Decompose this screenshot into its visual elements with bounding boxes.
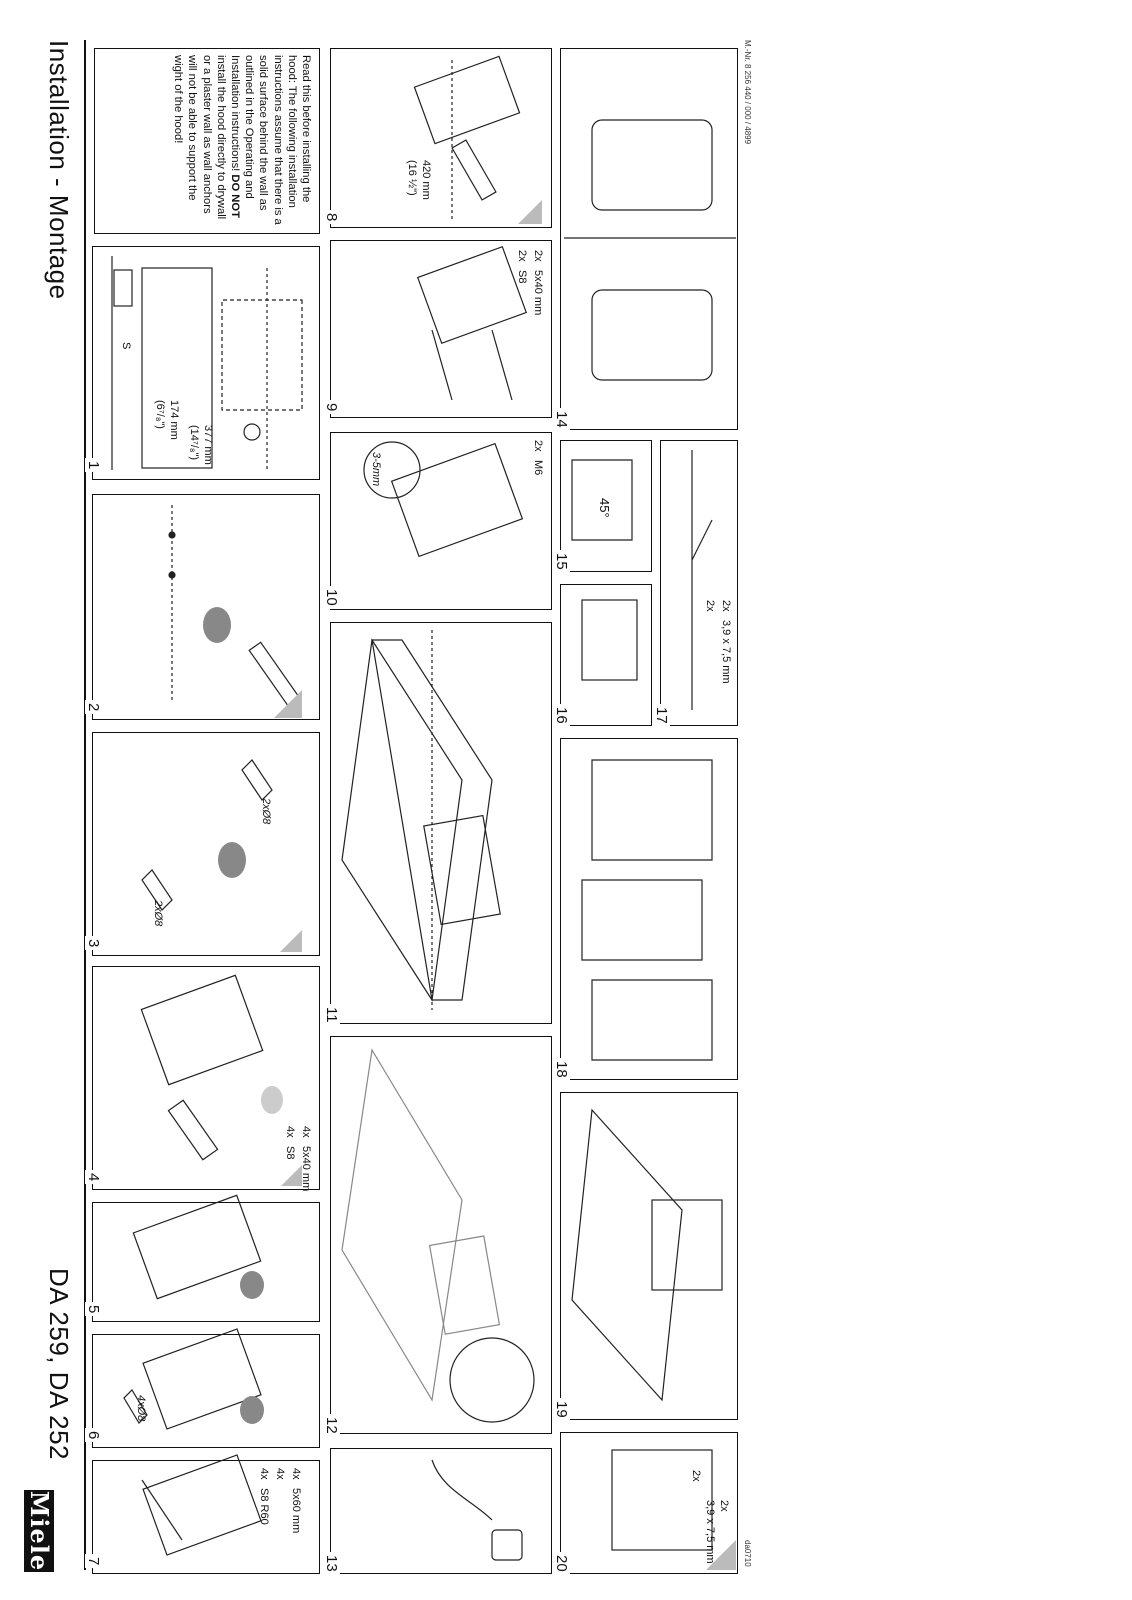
step-number: 7 [85,1554,102,1569]
step-number: 6 [85,1428,102,1443]
step-number: 8 [323,210,340,225]
step-number: 9 [323,400,340,415]
step-8-panel [330,48,552,228]
qty-cap: 2x [690,1470,702,1482]
screw-size: 5x40 mm [532,270,544,316]
dim-420-in: (16 ½") [406,160,418,196]
warning-note: Read this before installing the hood: Th… [94,48,320,234]
plug-size: S8 [516,270,528,284]
step-9-panel [330,240,552,418]
header-rule [84,40,86,1570]
plug-size: S8 [284,1146,296,1160]
step-number: 4 [85,1170,102,1185]
note-text-a: Read this before installing the hood: Th… [228,55,312,225]
step-12-panel [330,1036,552,1434]
step-13-panel [330,1448,552,1574]
drill-label-2: 2xØ8 [152,900,164,927]
step-2-panel [92,494,320,720]
brand-logo: Miele [24,1490,54,1572]
step-19-panel [560,1092,738,1420]
screw-size: 5x40 mm [300,1146,312,1192]
step-number: 11 [323,1004,340,1026]
step-14-panel [560,48,738,430]
qty-plug: 4x [284,1126,296,1138]
step-number: 17 [653,704,670,727]
step-number: 10 [323,586,340,609]
step-3-panel [92,732,320,956]
drill-label: 4xØ8 [135,1395,147,1422]
screw-size: 3,9 x 7,5 mm [720,620,732,684]
note-strong: DO NOT [228,174,241,218]
step-6-panel [92,1334,320,1448]
step-5-panel [92,1202,320,1322]
qty-screw: 4x [290,1468,302,1480]
model-number: DA 259, DA 252 [44,1268,74,1461]
page-title: Installation - Montage [44,40,74,300]
step-number: 3 [85,936,102,951]
step-number: 14 [553,408,570,431]
step-number: 19 [553,1398,570,1421]
plug-size: S8 R60 [258,1488,270,1525]
dim-377: 377 mm [202,425,214,465]
step-18-panel [560,738,738,1080]
step-number: 20 [553,1552,570,1575]
step-number: 16 [553,704,570,727]
qty-screw: 2x [720,600,732,612]
drill-label: 2xØ8 [260,798,272,825]
qty-plug: 4x [258,1468,270,1480]
gap-label: 3-5mm [370,452,382,487]
qty-nut: 2x [532,440,544,452]
step-11-panel [330,622,552,1024]
step-number: 5 [85,1302,102,1317]
dim-420: 420 mm [420,160,432,200]
dim-174-in: (6⁷/₈") [154,400,166,429]
dim-377-in: (14⁷/₈") [188,425,200,461]
step-16-panel [560,584,652,726]
dim-174: 174 mm [168,400,180,440]
qty-screw: 2x [532,250,544,262]
dim-s: S [120,342,132,350]
qty-cap: 2x [704,600,716,612]
step-number: 12 [323,1414,340,1437]
step-number: 1 [85,458,102,473]
angle-label: 45° [597,498,612,518]
document-code: M.-Nr. 8 256 440 / 000 / 4899 [743,40,752,145]
step-number: 2 [85,700,102,715]
qty-screw: 2x [718,1500,730,1512]
qty-screw: 4x [300,1126,312,1138]
step-number: 13 [323,1552,340,1575]
step-number: 18 [553,1058,570,1081]
step-10-panel [330,432,552,610]
document-ref: da0710 [743,1540,752,1567]
qty-washer: 4x [274,1468,286,1480]
step-number: 15 [553,550,570,573]
nut-size: M6 [532,460,544,476]
note-text-b: install the hood directly to drywall or … [172,55,227,220]
qty-plug: 2x [516,250,528,262]
screw-size: 3,9 x 7,5 mm [704,1500,716,1564]
screw-size: 5x60 mm [290,1488,302,1534]
